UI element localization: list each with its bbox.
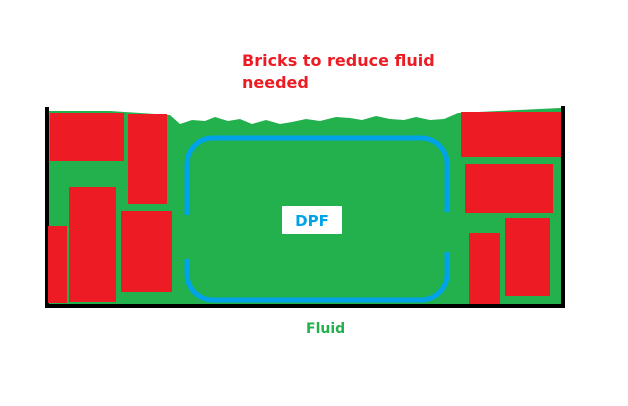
dpf-label-box	[282, 206, 342, 234]
container-outline	[45, 106, 565, 308]
brick-right-middle	[465, 164, 553, 213]
brick-left-tall-top	[128, 114, 167, 204]
dpf-outline-gap-left	[181, 215, 193, 259]
brick-left-edge	[48, 226, 67, 303]
dpf-outline-gap-right	[441, 212, 453, 252]
brick-left-middle	[121, 211, 172, 292]
brick-right-top	[461, 112, 561, 157]
title-line-2: needed	[242, 73, 309, 92]
brick-left-top	[50, 113, 124, 161]
fluid-label: Fluid	[306, 321, 345, 337]
brick-right-bottom-right	[505, 218, 550, 296]
brick-right-bottom-left	[469, 233, 500, 304]
brick-left-tall-bottom	[69, 187, 116, 302]
title-line-1: Bricks to reduce fluid	[242, 51, 435, 70]
dpf-label: DPF	[295, 212, 329, 230]
